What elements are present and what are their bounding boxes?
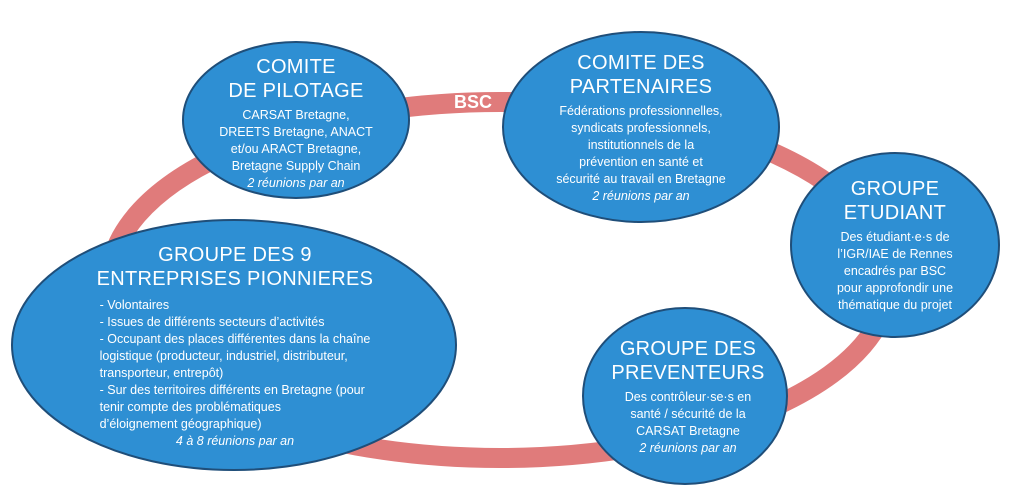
groupe-entreprises: GROUPE DES 9 ENTREPRISES PIONNIERES - Vo… <box>40 232 430 460</box>
groupe-entreprises-frequency: 4 à 8 réunions par an <box>175 433 295 448</box>
groupe-entreprises-item: - Volontaires <box>99 297 170 312</box>
bubble-partenaires-shape <box>502 31 780 223</box>
groupe-entreprises-list: - Volontaires - Issues de différents sec… <box>100 297 371 433</box>
bubble-preventeurs-shape <box>582 307 788 485</box>
comite-pilotage: COMITE DE PILOTAGE CARSAT Bretagne, DREE… <box>190 50 402 196</box>
comite-partenaires-title-1: COMITE DES <box>577 52 705 74</box>
groupe-preventeurs-title-2: PREVENTEURS <box>611 362 765 384</box>
comite-pilotage-title-1: COMITE <box>256 55 336 78</box>
groupe-entreprises-title-2: ENTREPRISES PIONNIERES <box>96 267 374 290</box>
groupe-etudiant-line: pour approfondir une <box>836 280 954 295</box>
comite-partenaires-line: institutionnels de la <box>587 138 695 152</box>
groupe-preventeurs-line: santé / sécurité de la <box>630 407 746 421</box>
comite-pilotage-line: Bretagne Supply Chain <box>231 158 361 173</box>
groupe-entreprises-item: - Sur des territoires différents en Bret… <box>99 382 365 431</box>
comite-pilotage-frequency: 2 réunions par an <box>247 175 345 190</box>
comite-partenaires: COMITE DES PARTENAIRES Fédérations profe… <box>506 40 776 216</box>
center-label-bsc: BSC <box>454 92 493 112</box>
comite-partenaires-line: prévention en santé et <box>579 155 703 169</box>
groupe-entreprises-item: - Occupant des places différentes dans l… <box>99 331 371 380</box>
groupe-preventeurs-frequency: 2 réunions par an <box>639 441 737 455</box>
bubble-pilotage-shape <box>182 41 410 199</box>
groupe-preventeurs-body: Des contrôleur·se·s en santé / sécurité … <box>625 389 751 440</box>
comite-pilotage-line: DREETS Bretagne, ANACT <box>219 124 373 139</box>
groupe-etudiant-body: Des étudiant·e·s de l’IGR/IAE de Rennes … <box>837 229 953 314</box>
groupe-entreprises-title-1: GROUPE DES 9 <box>158 243 312 266</box>
groupe-preventeurs-line: Des contrôleur·se·s en <box>624 390 752 404</box>
groupe-preventeurs-line: CARSAT Bretagne <box>636 424 740 438</box>
comite-partenaires-line: Fédérations professionnelles, <box>559 104 723 118</box>
comite-partenaires-title-2: PARTENAIRES <box>569 76 713 98</box>
comite-pilotage-title-2: DE PILOTAGE <box>228 79 364 102</box>
comite-pilotage-line: et/ou ARACT Bretagne, <box>230 141 362 156</box>
bubble-etudiant-shape <box>790 152 1000 338</box>
groupe-etudiant-line: Des étudiant·e·s de <box>840 229 950 244</box>
comite-pilotage-line: CARSAT Bretagne, <box>242 107 350 122</box>
comite-pilotage-body: CARSAT Bretagne, DREETS Bretagne, ANACT … <box>219 107 373 175</box>
groupe-entreprises-item: - Issues de différents secteurs d’activi… <box>99 314 325 329</box>
groupe-etudiant-title-2: ETUDIANT <box>843 201 947 224</box>
groupe-etudiant-title-1: GROUPE <box>850 177 940 200</box>
groupe-etudiant-line: thématique du projet <box>838 297 952 312</box>
groupe-etudiant-line: encadrés par BSC <box>843 263 947 278</box>
comite-partenaires-frequency: 2 réunions par an <box>592 189 690 203</box>
comite-partenaires-line: sécurité au travail en Bretagne <box>556 172 726 186</box>
comite-partenaires-line: syndicats professionnels, <box>571 121 711 135</box>
groupe-preventeurs: GROUPE DES PREVENTEURS Des contrôleur·se… <box>590 322 786 472</box>
groupe-preventeurs-title-1: GROUPE DES <box>619 338 757 360</box>
bubble-entreprises-shape <box>11 219 457 471</box>
comite-partenaires-body: Fédérations professionnelles, syndicats … <box>556 103 726 188</box>
groupe-etudiant: GROUPE ETUDIANT Des étudiant·e·s de l’IG… <box>793 162 997 328</box>
groupe-etudiant-line: l’IGR/IAE de Rennes <box>837 246 953 261</box>
